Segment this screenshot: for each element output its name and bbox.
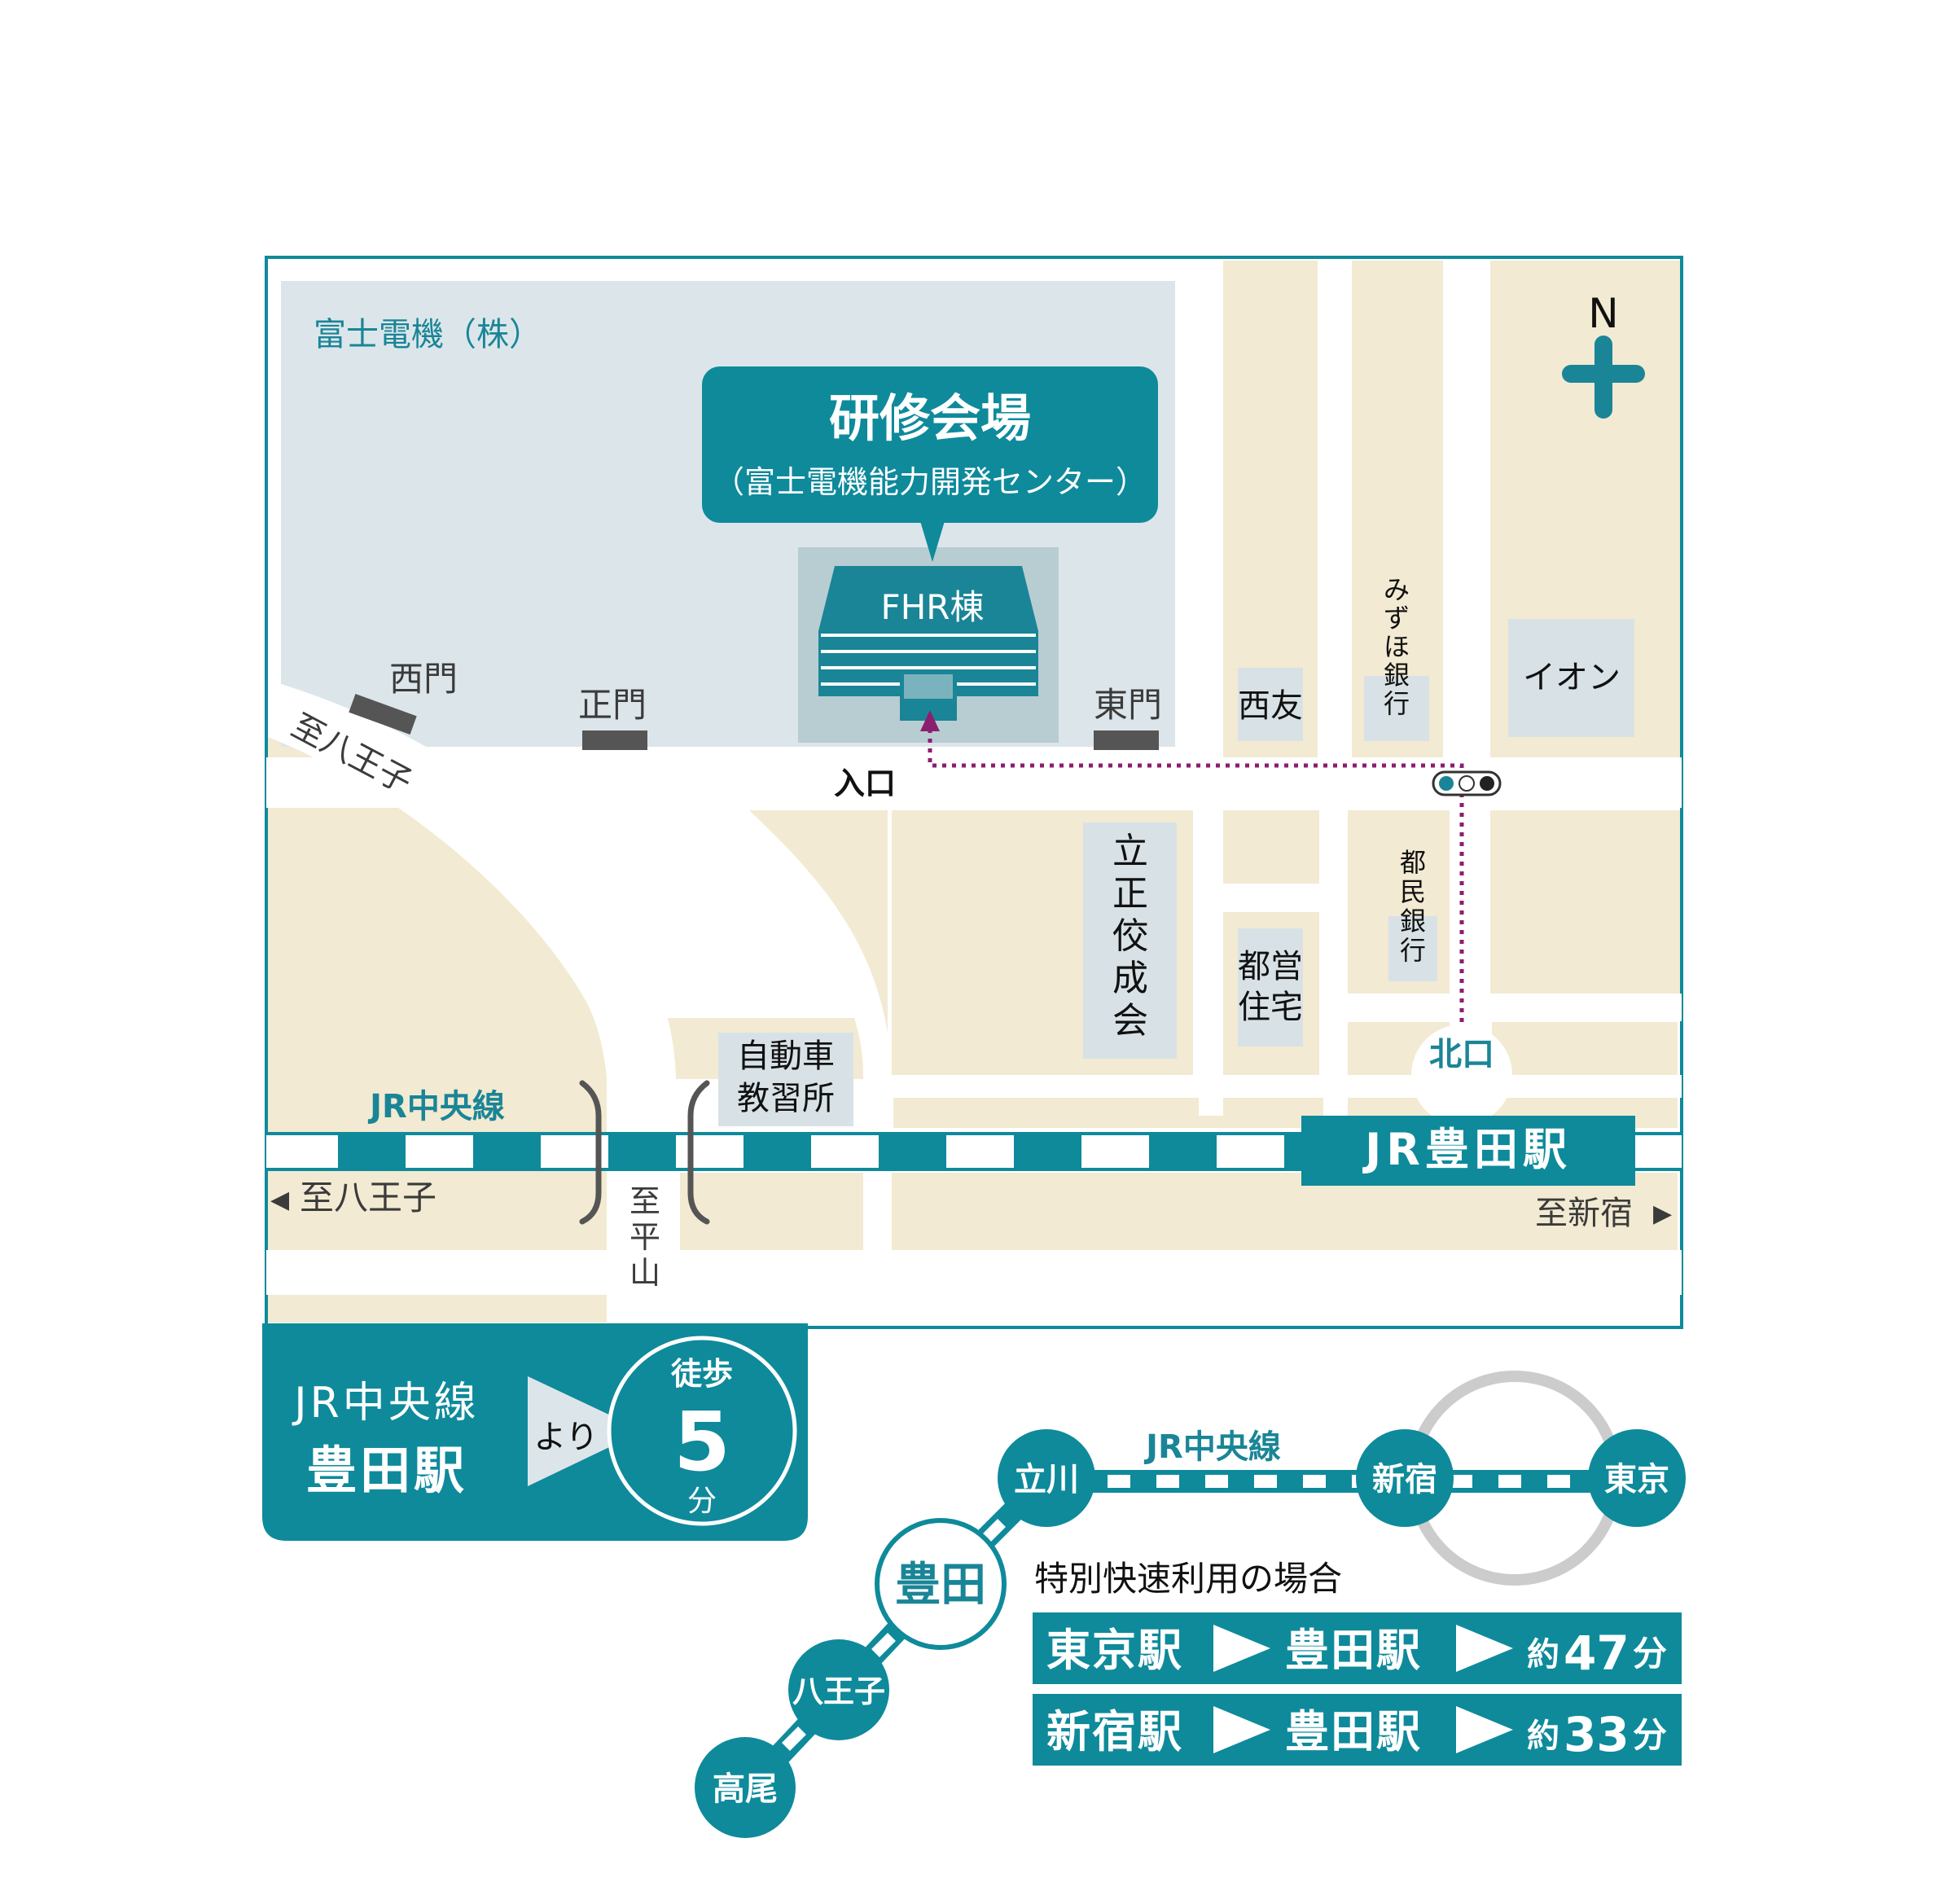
trip-1-unit: 分 xyxy=(1633,1634,1667,1674)
building-label: FHR棟 xyxy=(881,587,985,627)
station-toyoda xyxy=(875,1518,1007,1650)
walk-label: 徒歩 xyxy=(670,1356,733,1392)
toei-label-1: 都営 xyxy=(1238,948,1303,985)
to-hachioji-rail-label: 至八王子 xyxy=(300,1178,436,1217)
walking-route xyxy=(920,710,1464,1022)
toei-label-2: 住宅 xyxy=(1238,989,1303,1026)
trip-row-2 xyxy=(1033,1694,1682,1766)
station-shinjuku xyxy=(1356,1429,1454,1527)
route-station-shinjuku: 新宿 xyxy=(1372,1461,1437,1498)
route-station-tachikawa: 立川 xyxy=(1014,1461,1079,1498)
overpass-brackets xyxy=(579,1080,710,1225)
route-note: 特別快速利用の場合 xyxy=(1034,1559,1342,1599)
route-station-hachioji: 八王子 xyxy=(792,1674,885,1709)
station-label: JR豊田駅 xyxy=(1362,1124,1572,1175)
trip-1-minutes: 47 xyxy=(1564,1625,1630,1681)
route-station-takao: 高尾 xyxy=(713,1770,778,1808)
station-hachioji xyxy=(788,1639,889,1740)
station-box xyxy=(1301,1116,1635,1186)
walk-minutes: 5 xyxy=(673,1394,730,1489)
trip-2-from: 新宿駅 xyxy=(1046,1706,1183,1757)
facility-subtitle: （富士電機能力開発センター） xyxy=(713,464,1147,500)
to-shinjuku-arrow: ▶ xyxy=(1653,1200,1672,1228)
entrance-label: 入口 xyxy=(834,766,896,801)
route-station-toyoda: 豊田 xyxy=(895,1559,986,1612)
route-station-tokyo: 東京 xyxy=(1604,1461,1669,1498)
route-diagram xyxy=(695,1371,1686,1838)
trip-2-unit: 分 xyxy=(1633,1715,1667,1755)
aeon-label: イオン xyxy=(1523,659,1621,696)
station-tokyo xyxy=(1588,1429,1686,1527)
trip-1-from: 東京駅 xyxy=(1046,1625,1183,1676)
station-takao xyxy=(695,1737,796,1838)
north-label: N xyxy=(1588,290,1618,337)
north-exit-label: 北口 xyxy=(1429,1036,1494,1073)
driving-school-label-2: 教習所 xyxy=(737,1080,835,1117)
route-line-label: JR中央線 xyxy=(1143,1428,1281,1466)
fhr-building xyxy=(818,566,1038,721)
landmark-buildings xyxy=(718,619,1634,1126)
facility-title: 研修会場 xyxy=(829,388,1031,448)
rail-line-label: JR中央線 xyxy=(367,1088,505,1125)
to-hachioji-rail-arrow: ◀ xyxy=(270,1186,289,1214)
roads xyxy=(266,261,1682,1327)
trip-1-approx: 約 xyxy=(1527,1636,1559,1674)
east-gate-label: 東門 xyxy=(1094,685,1162,725)
trip-row-1 xyxy=(1033,1612,1682,1684)
to-hirayama-label: 至平山 xyxy=(629,1183,660,1291)
trip-1-to: 豊田駅 xyxy=(1285,1625,1422,1676)
access-station: 豊田駅 xyxy=(306,1441,467,1500)
tomin-label: 都民銀行 xyxy=(1400,847,1426,966)
north-arrow-icon xyxy=(1562,336,1645,419)
main-gate-label: 正門 xyxy=(578,685,647,725)
driving-school-label-1: 自動車 xyxy=(737,1038,835,1075)
traffic-light-icon xyxy=(1432,770,1502,796)
access-yori: より xyxy=(533,1419,598,1456)
to-shinjuku-label: 至新宿 xyxy=(1535,1195,1633,1232)
mizuho-label: みずほ銀行 xyxy=(1384,574,1410,719)
access-panel xyxy=(262,1323,808,1541)
access-line: JR中央線 xyxy=(292,1379,479,1428)
trip-2-approx: 約 xyxy=(1527,1718,1559,1755)
trip-2-minutes: 33 xyxy=(1564,1707,1630,1762)
company-name: 富士電機（株） xyxy=(314,316,542,353)
trip-2-to: 豊田駅 xyxy=(1285,1706,1422,1757)
saiyu-label: 西友 xyxy=(1238,687,1303,725)
station-tachikawa xyxy=(998,1429,1095,1527)
west-gate-label: 西門 xyxy=(389,659,458,699)
facility-callout xyxy=(702,366,1158,562)
gates xyxy=(349,694,1159,750)
rissei-label: 立正佼成会 xyxy=(1112,831,1148,1042)
walk-unit: 分 xyxy=(687,1485,717,1518)
